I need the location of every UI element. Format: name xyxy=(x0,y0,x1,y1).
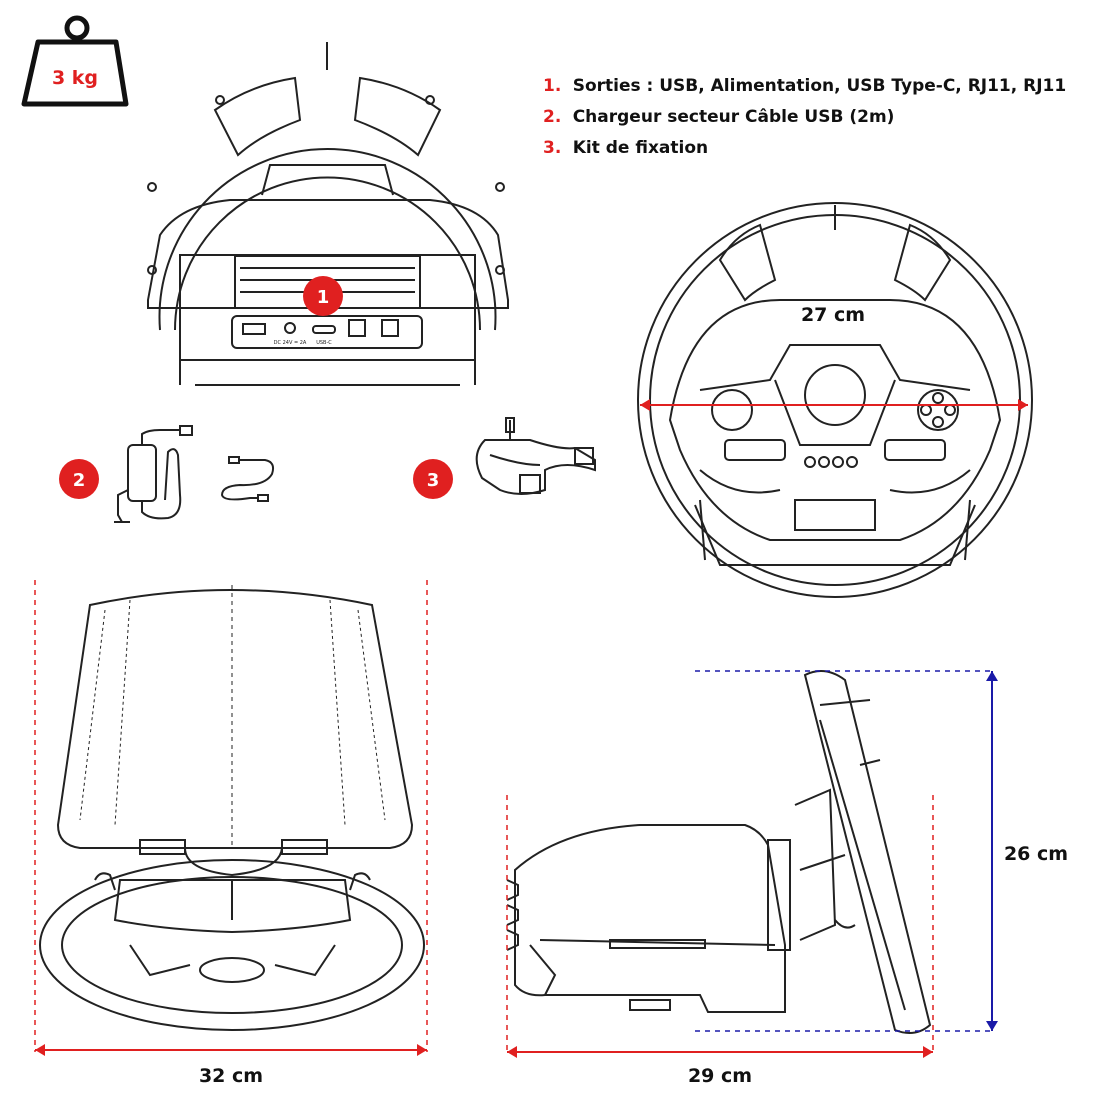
port-label-usbc: USB-C xyxy=(316,340,332,346)
spec-item-3: 3. Kit de fixation xyxy=(543,138,708,158)
badge-1: 1 xyxy=(303,276,343,316)
width-dimension-lines xyxy=(34,580,428,1052)
svg-text:2: 2 xyxy=(73,470,86,491)
spec-item-1: 1. Sorties : USB, Alimentation, USB Type… xyxy=(543,76,1066,96)
port-label-dc: DC 24V = 2A xyxy=(274,340,307,346)
depth-label: 29 cm xyxy=(688,1065,752,1087)
width-arrow xyxy=(35,1044,427,1056)
badge-2: 2 xyxy=(59,459,99,499)
height-dimension-lines xyxy=(695,670,995,1032)
width-label: 32 cm xyxy=(199,1065,263,1087)
height-arrow xyxy=(986,671,998,1031)
mounting-clamp-icon xyxy=(475,417,596,495)
wheel-diameter-arrow xyxy=(640,399,1028,411)
rear-view-drawing xyxy=(147,42,509,386)
weight-icon xyxy=(21,15,129,107)
side-view-drawing xyxy=(506,670,932,1035)
height-label: 26 cm xyxy=(1004,843,1068,865)
spec-item-2: 2. Chargeur secteur Câble USB (2m) xyxy=(543,107,894,127)
svg-text:1: 1 xyxy=(317,287,330,308)
depth-dimension-lines xyxy=(506,795,934,1055)
badge-3: 3 xyxy=(413,459,453,499)
front-wheel-drawing xyxy=(637,202,1033,598)
weight-label: 3 kg xyxy=(52,67,98,89)
usb-cable-icon xyxy=(220,456,275,502)
wheel-diameter-label: 27 cm xyxy=(801,304,865,326)
svg-text:3: 3 xyxy=(427,470,440,491)
power-adapter-icon xyxy=(114,425,193,523)
spec-list: 1. Sorties : USB, Alimentation, USB Type… xyxy=(543,76,1066,158)
depth-arrow xyxy=(507,1046,933,1058)
top-view-drawing xyxy=(39,585,425,1031)
